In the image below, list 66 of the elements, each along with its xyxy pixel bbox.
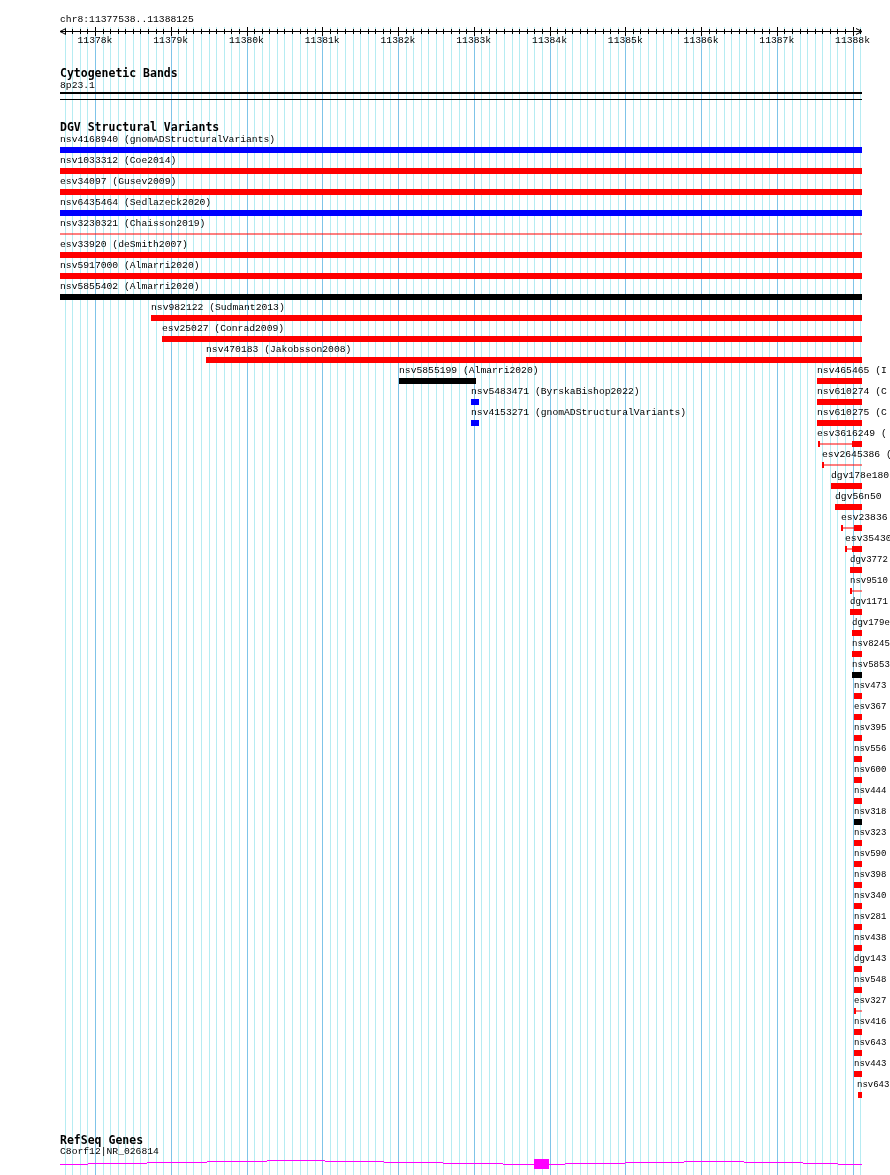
variant-label: dgv3772 (850, 554, 888, 566)
tick-label: 11383k (456, 35, 492, 47)
variant-label: nsv5917000 (Almarri2020) (60, 260, 200, 272)
variant-label: nsv465465 (I (817, 365, 887, 377)
variant-label: dgv56n50 (835, 491, 882, 503)
variant-label: esv25027 (Conrad2009) (162, 323, 285, 335)
variant-label: nsv3230321 (Chaisson2019) (60, 218, 206, 230)
tick-label: 11388k (835, 35, 870, 47)
variant-label: nsv643 (854, 1037, 887, 1049)
variant-label: nsv5853 (852, 659, 890, 671)
variant-label: nsv8245 (852, 638, 890, 650)
variant-label: esv35430 (845, 533, 890, 545)
variant-label: esv367 (854, 701, 887, 713)
variant-label: esv327 (854, 995, 887, 1007)
variant-label: nsv470183 (Jakobsson2008) (206, 344, 352, 356)
variant-label: nsv590 (854, 848, 887, 860)
variant-label: nsv444 (854, 785, 887, 797)
track-title: Cytogenetic Bands (60, 67, 178, 79)
variant-label: nsv5855199 (Almarri2020) (399, 365, 539, 377)
tick-label: 11382k (380, 35, 416, 47)
variant-label: nsv398 (854, 869, 887, 881)
tick-label: 11384k (532, 35, 567, 47)
variant-label: nsv643 (857, 1079, 890, 1091)
variant-label: nsv473 (854, 680, 887, 692)
variant-label: nsv5855402 (Almarri2020) (60, 281, 200, 293)
variant-label: esv33920 (deSmith2007) (60, 239, 188, 251)
tick-label: 11378k (77, 35, 113, 47)
gene-label: C8orf12|NR_026814 (60, 1146, 159, 1158)
tick-label: 11380k (229, 35, 264, 47)
variant-label: nsv600 (854, 764, 887, 776)
variant-label: nsv6435464 (Sedlazeck2020) (60, 197, 212, 209)
variant-label: esv3616249 ( (817, 428, 887, 440)
variant-label: nsv395 (854, 722, 887, 734)
variant-label: nsv5483471 (ByrskaBishop2022) (471, 386, 640, 398)
variant-label: nsv416 (854, 1016, 887, 1028)
tick-label: 11385k (607, 35, 643, 47)
tick-label: 11387k (759, 35, 795, 47)
variant-label: nsv1033312 (Coe2014) (60, 155, 177, 167)
variant-label: dgv179e (852, 617, 890, 629)
variant-label: nsv4168940 (gnomADStructuralVariants) (60, 134, 276, 146)
variant-label: nsv281 (854, 911, 887, 923)
tick-label: 11386k (683, 35, 719, 47)
variant-label: esv34097 (Gusev2009) (60, 176, 177, 188)
variant-label: nsv610274 (C (817, 386, 887, 398)
track-title: RefSeq Genes (60, 1134, 144, 1146)
variant-label: nsv318 (854, 806, 887, 818)
track-title: DGV Structural Variants (60, 121, 220, 133)
variant-label: nsv9510 (850, 575, 888, 587)
band-label: 8p23.1 (60, 80, 95, 92)
variant-label: nsv438 (854, 932, 887, 944)
variant-label: nsv4153271 (gnomADStructuralVariants) (471, 407, 687, 419)
variant-label: nsv323 (854, 827, 887, 839)
variant-label: nsv548 (854, 974, 887, 986)
variant-label: nsv982122 (Sudmant2013) (151, 302, 285, 314)
variant-label: dgv178e180 (831, 470, 890, 482)
coordinate-label: chr8:11377538..11388125 (60, 14, 194, 26)
variant-label: nsv340 (854, 890, 887, 902)
variant-label: esv2645386 ( (822, 449, 890, 461)
variant-label: nsv443 (854, 1058, 887, 1070)
variant-label: dgv143 (854, 953, 887, 965)
tick-label: 11379k (153, 35, 189, 47)
variant-label: nsv610275 (C (817, 407, 887, 419)
variant-label: esv23836 (841, 512, 888, 524)
tick-label: 11381k (304, 35, 340, 47)
variant-label: dgv1171 (850, 596, 888, 608)
variant-label: nsv556 (854, 743, 887, 755)
